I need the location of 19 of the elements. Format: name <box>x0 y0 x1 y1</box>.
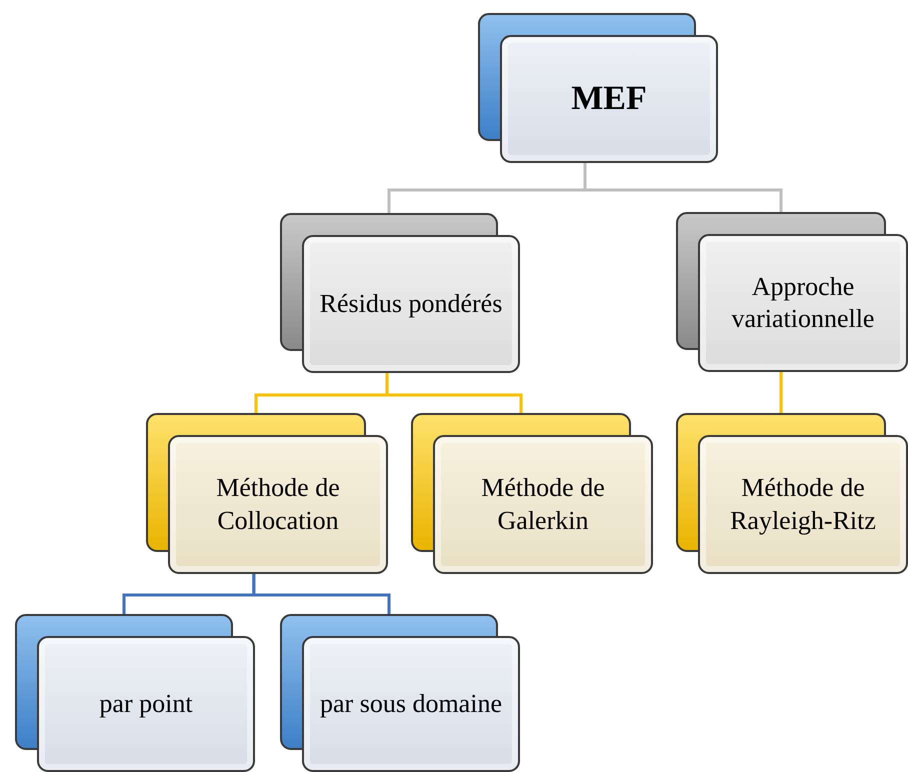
card-stack <box>478 13 718 163</box>
card-stack <box>15 614 255 772</box>
node-label: par sous domaine <box>319 688 503 720</box>
connector-line <box>252 574 390 614</box>
node-label: Approche variationnelle <box>730 270 876 335</box>
node-label: Méthode de Collocation <box>215 472 341 536</box>
card-stack <box>280 213 520 373</box>
card-stack <box>280 614 520 772</box>
node-label: Résidus pondérés <box>318 288 504 320</box>
card-stack <box>146 413 388 574</box>
node-label: Méthode de Rayleigh-Ritz <box>729 472 877 537</box>
card-stack <box>411 413 653 574</box>
card-stack <box>676 413 908 574</box>
node-label: par point <box>98 688 194 720</box>
card-stack <box>676 212 908 372</box>
connector-line <box>386 373 522 413</box>
connector-line <box>780 372 782 413</box>
node-label: MEF <box>570 78 648 119</box>
node-label: Méthode de Galerkin <box>480 472 606 536</box>
